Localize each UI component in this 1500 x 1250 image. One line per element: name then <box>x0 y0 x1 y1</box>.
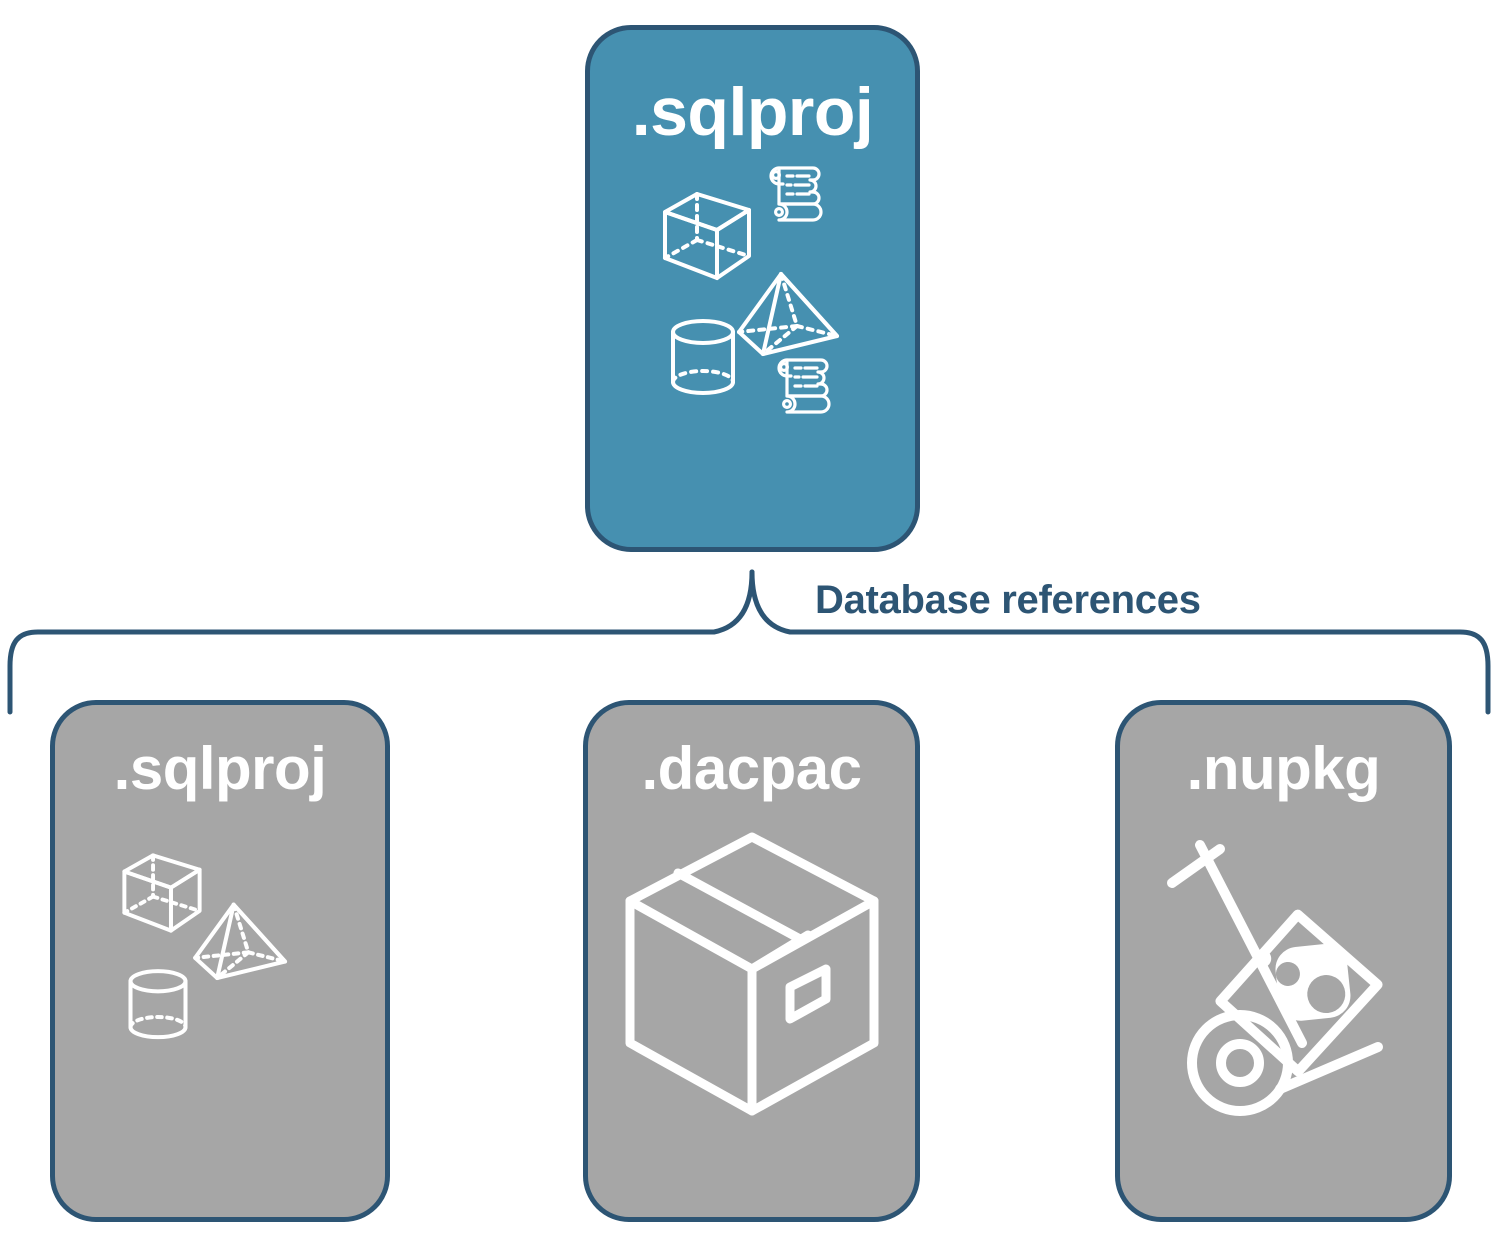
cube-icon <box>662 192 751 280</box>
pyramid-icon <box>193 902 288 981</box>
package-box-icon <box>625 832 878 1116</box>
root-card-title: .sqlproj <box>631 74 874 150</box>
root-card-sqlproj[interactable]: .sqlproj <box>585 25 920 552</box>
cube-icon <box>122 853 202 933</box>
root-icon-cluster <box>653 158 853 418</box>
nupkg-icon-cluster <box>1154 839 1414 1119</box>
hand-truck-icon <box>1166 840 1383 1116</box>
scroll-icon <box>768 166 823 222</box>
reference-card-title: .dacpac <box>641 735 862 802</box>
cylinder-icon <box>128 969 188 1040</box>
reference-card-title: .nupkg <box>1186 735 1381 802</box>
reference-card-title: .sqlproj <box>113 735 327 802</box>
reference-card-nupkg[interactable]: .nupkg <box>1115 700 1452 1222</box>
cylinder-icon <box>670 319 735 395</box>
reference-card-sqlproj[interactable]: .sqlproj <box>50 700 390 1222</box>
scroll-icon <box>776 358 831 414</box>
sqlproj-icon-cluster <box>115 851 325 1061</box>
database-references-bracket <box>7 569 1491 715</box>
pyramid-icon <box>736 272 839 356</box>
bracket-label: Database references <box>815 578 1201 622</box>
dacpac-icon-cluster <box>622 829 882 1119</box>
reference-card-dacpac[interactable]: .dacpac <box>583 700 920 1222</box>
